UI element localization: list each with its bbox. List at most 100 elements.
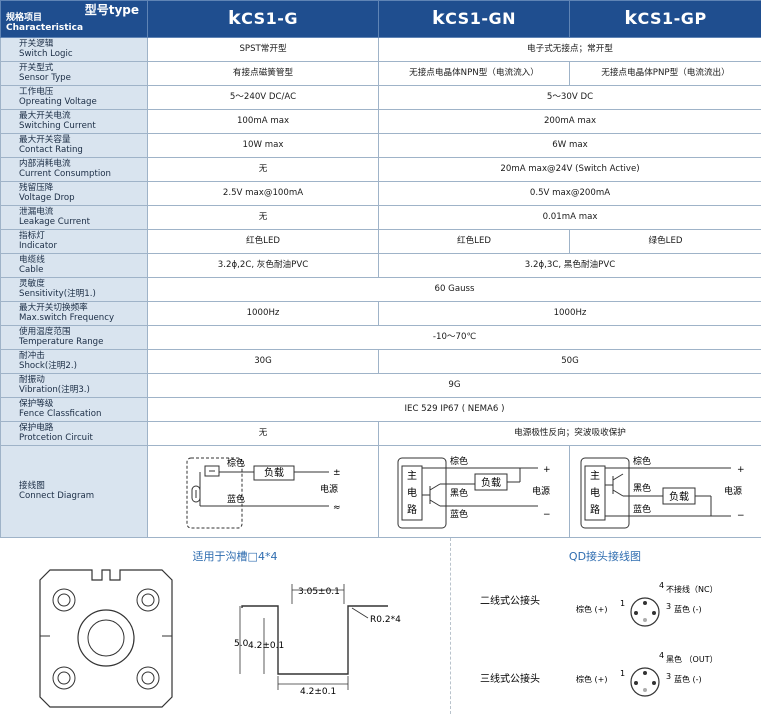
value-g: 2.5V max@100mA [147,181,379,206]
value-gp: 无接点电晶体PNP型（电流流出） [569,61,761,86]
value-gn-gp: 50G [378,349,761,374]
value-gn-gp: 0.01mA max [378,205,761,230]
value-gn-gp: 6W max [378,133,761,158]
model-header-gn: kCS1-GN [378,0,570,38]
row-label-cn: 残留压降 [19,183,54,194]
main-circuit-3: 路 [407,503,417,516]
row-label-cn: 开关型式 [19,63,54,74]
row-label-cn: 耐冲击 [19,351,45,362]
main-circuit-2: 电 [407,486,417,499]
value-g: 无 [147,157,379,182]
value-gn: 无接点电晶体NPN型（电流流入） [378,61,570,86]
main-circuit-1: 主 [590,470,600,482]
model-header-g: kCS1-G [147,0,379,38]
brown-plus-label: 棕色 (+) [576,674,608,684]
out-label: 黑色 （OUT） [666,654,718,664]
three-wire-label: 三线式公接头 [480,672,540,685]
diagram-gp: 主 电 路 棕色 黑色 蓝色 负载 + 电源 − [569,444,761,539]
model-name: CS1-GN [445,9,516,29]
main-circuit-2: 电 [590,486,600,499]
diagram-g: 棕色 蓝色 负载 ± 电源 ≈ [147,444,379,539]
spec-label-cn: 规格项目 [6,13,43,23]
value-all: 60 Gauss [147,277,761,302]
wire-brown-label: 棕色 [227,457,245,469]
value-g: 10W max [147,133,379,158]
wiring-diagram-gp: 主 电 路 棕色 黑色 蓝色 负载 + 电源 − [580,455,745,529]
value-all: IEC 529 IP67 ( NEMA6 ) [147,397,761,422]
row-label-cn: 耐振动 [19,375,45,386]
row-label-cn: 工作电压 [19,87,54,98]
value-g: 5～240V DC/AC [147,85,379,110]
row-label-en: Max.switch Frequency [19,312,115,323]
row-label-en: Leakage Current [19,216,91,227]
terminal-minus: − [737,511,745,521]
wire-blue-label: 蓝色 [450,508,468,520]
row-label-en: Vibration(注明3.) [19,384,90,395]
pin-4-label: 4 [659,581,664,590]
value-g: 30G [147,349,379,374]
value-gn-gp: 1000Hz [378,301,761,326]
groove-dimension-drawing: 3.05±0.1 5.0 4.2±0.1 4.2±0.1 R0.2*4 [234,584,401,696]
row-label-en: Current Consumption [19,168,111,179]
row-label-cn: 保护电路 [19,423,54,434]
dim-height: 5.0 [234,639,249,649]
value-gn-gp: 200mA max [378,109,761,134]
power-label: 电源 [532,485,550,497]
wiring-diagram-g: 棕色 蓝色 负载 ± 电源 ≈ [186,457,340,529]
qd-connector-diagram: 二线式公接头 4 不接线（NC） 1 棕色 (+) 3 蓝色 (-) 三线式公接… [480,581,718,697]
dim-radius: R0.2*4 [370,615,401,625]
main-circuit-3: 路 [590,503,600,516]
row-label: 接线图 Connect Diagram [0,444,148,539]
row-label-en: Sensor Type [19,72,71,83]
brown-plus-label: 棕色 (+) [576,604,608,614]
model-label: 型号type [84,3,139,17]
row-label-en: Cable [19,264,44,275]
row-label-cn: 最大开关容量 [19,135,71,146]
row-label-en: Connect Diagram [19,490,95,501]
diagram-gn: 主 电 路 棕色 黑色 蓝色 负载 + 电源 − [378,444,570,539]
spec-table: 型号type 规格项目 Characteristica kCS1-G kCS1-… [0,0,761,539]
load-label: 负载 [669,490,689,503]
spec-label-en: Characteristica [6,23,84,33]
wire-brown-label: 棕色 [633,455,651,467]
row-label-en: Opreating Voltage [19,96,97,107]
terminal-plus: + [543,465,551,475]
row-label-cn: 最大开关电流 [19,111,71,122]
row-label-cn: 开关逻辑 [19,39,54,50]
main-circuit-1: 主 [407,470,417,482]
pin-3-label: 3 [666,672,671,681]
value-g: 有接点磁簧管型 [147,61,379,86]
row-label-en: Contact Rating [19,144,83,155]
wire-black-label: 黑色 [633,482,651,494]
row-label-cn: 指标灯 [19,231,45,242]
load-label: 负载 [481,476,501,489]
power-label: 电源 [320,483,338,495]
profile-drawing [39,569,173,708]
value-g: 3.2ϕ,2C, 灰色耐油PVC [147,253,379,278]
row-label-en: Indicator [19,240,57,251]
header-corner: 型号type 规格项目 Characteristica [0,0,148,38]
row-label-en: Protcetion Circuit [19,432,93,443]
value-gn: 红色LED [378,229,570,254]
header-row: 型号type 规格项目 Characteristica kCS1-G kCS1-… [0,0,761,38]
